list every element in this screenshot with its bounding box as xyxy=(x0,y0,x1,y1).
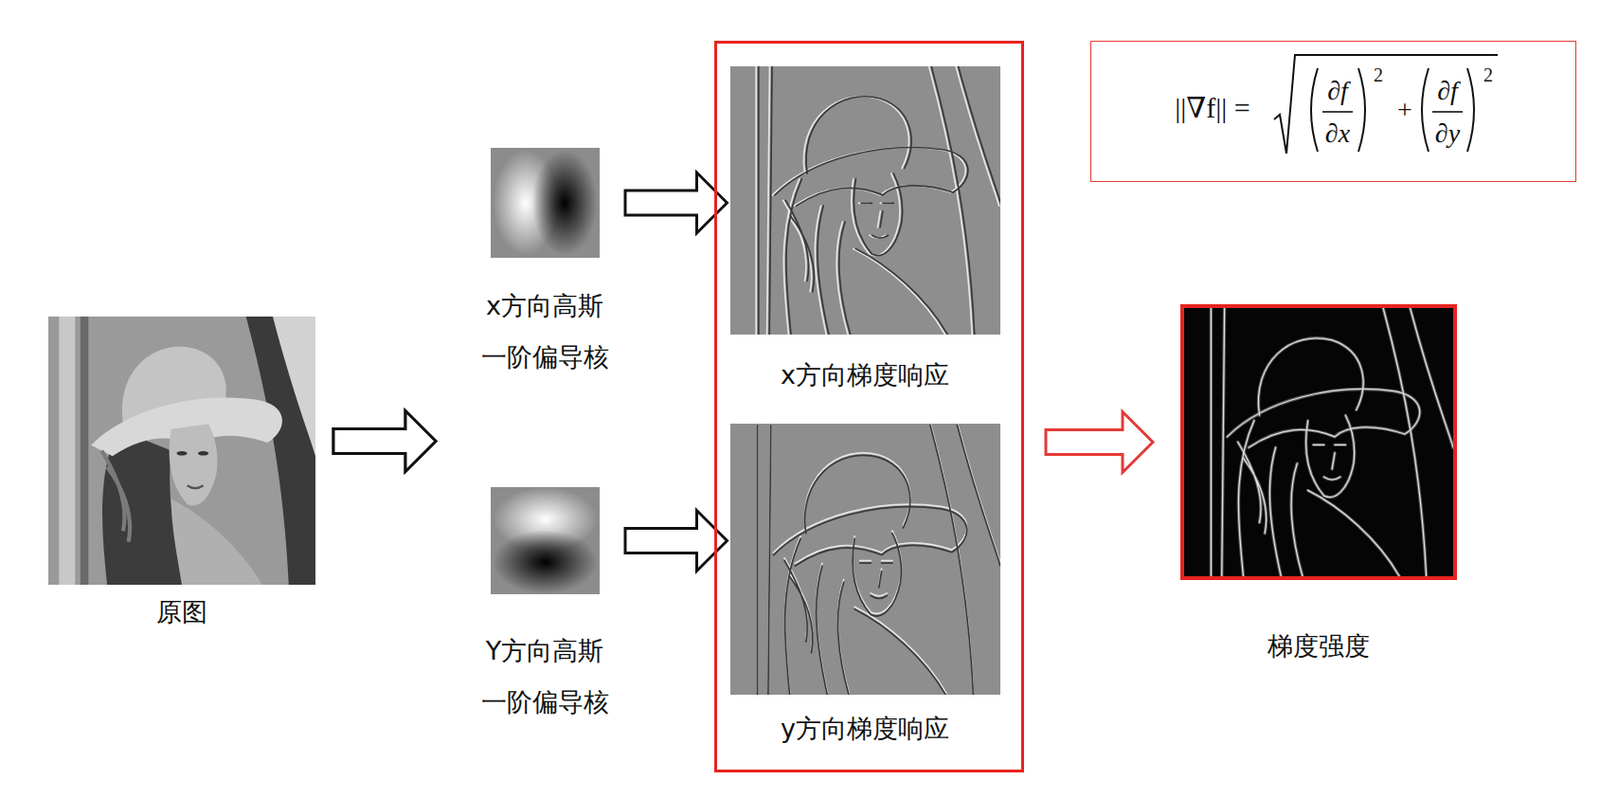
illustration-shape xyxy=(48,316,316,585)
illustration-shape xyxy=(755,66,1000,335)
illustration-shape xyxy=(1184,307,1454,576)
image-node: 梯度强度 xyxy=(1180,304,1457,664)
illustration-shape xyxy=(1311,68,1318,152)
node-label: x方向梯度响应 xyxy=(780,358,950,393)
y-kernel-image xyxy=(490,486,600,594)
illustration-shape xyxy=(1210,307,1454,576)
formula-symbols xyxy=(1091,41,1578,183)
formula-term: ∂x xyxy=(1325,120,1350,147)
formula-term: ||∇f|| = xyxy=(1174,93,1250,123)
hollow-arrow xyxy=(1045,412,1153,473)
image-node: Y方向高斯 一阶偏导核 xyxy=(464,486,626,728)
hollow-arrow xyxy=(625,172,728,234)
formula-term: ∂f xyxy=(1327,77,1349,105)
formula-box: ||∇f|| = ∂f ∂x 2 + ∂f ∂y 2 xyxy=(1090,40,1577,182)
illustration-shape xyxy=(1322,110,1353,113)
formula-term: + xyxy=(1397,96,1413,124)
illustration-shape xyxy=(531,149,597,255)
illustration-shape xyxy=(1467,68,1475,152)
original-photo xyxy=(48,316,316,585)
node-label: Y方向高斯 一阶偏导核 xyxy=(464,625,626,728)
group-frame: x方向梯度响应 y方向梯度响应 xyxy=(714,40,1025,773)
node-label: y方向梯度响应 xyxy=(780,711,950,746)
illustration-shape xyxy=(1210,307,1454,576)
image-node: 原图 xyxy=(48,316,316,630)
illustration-shape xyxy=(490,147,600,258)
hollow-arrow xyxy=(333,411,436,472)
illustration-shape xyxy=(757,66,1000,335)
formula-term: 2 xyxy=(1373,65,1384,85)
illustration-shape xyxy=(756,424,1001,695)
x-response-image xyxy=(730,66,1001,335)
hollow-arrow xyxy=(333,411,436,472)
illustration-shape xyxy=(1358,68,1366,152)
node-label: 原图 xyxy=(156,594,208,630)
node-label: x方向高斯 一阶偏导核 xyxy=(464,280,626,383)
illustration-shape xyxy=(1432,110,1463,113)
formula-term: ∂y xyxy=(1435,120,1460,147)
illustration-shape xyxy=(1421,68,1429,152)
image-node: x方向梯度响应 xyxy=(730,66,1001,393)
image-node: y方向梯度响应 xyxy=(730,423,1001,746)
image-node: x方向高斯 一阶偏导核 xyxy=(464,147,626,383)
illustration-shape xyxy=(492,529,597,594)
formula-term: 2 xyxy=(1483,65,1493,85)
x-kernel-image xyxy=(490,147,600,258)
y-response-image xyxy=(730,423,1001,695)
formula-term: ∂f xyxy=(1437,77,1458,105)
hollow-arrow xyxy=(625,510,728,572)
illustration-shape xyxy=(490,486,600,594)
gradient-magnitude-image xyxy=(1180,304,1457,580)
illustration-shape xyxy=(1274,54,1498,154)
node-label: 梯度强度 xyxy=(1267,629,1370,664)
